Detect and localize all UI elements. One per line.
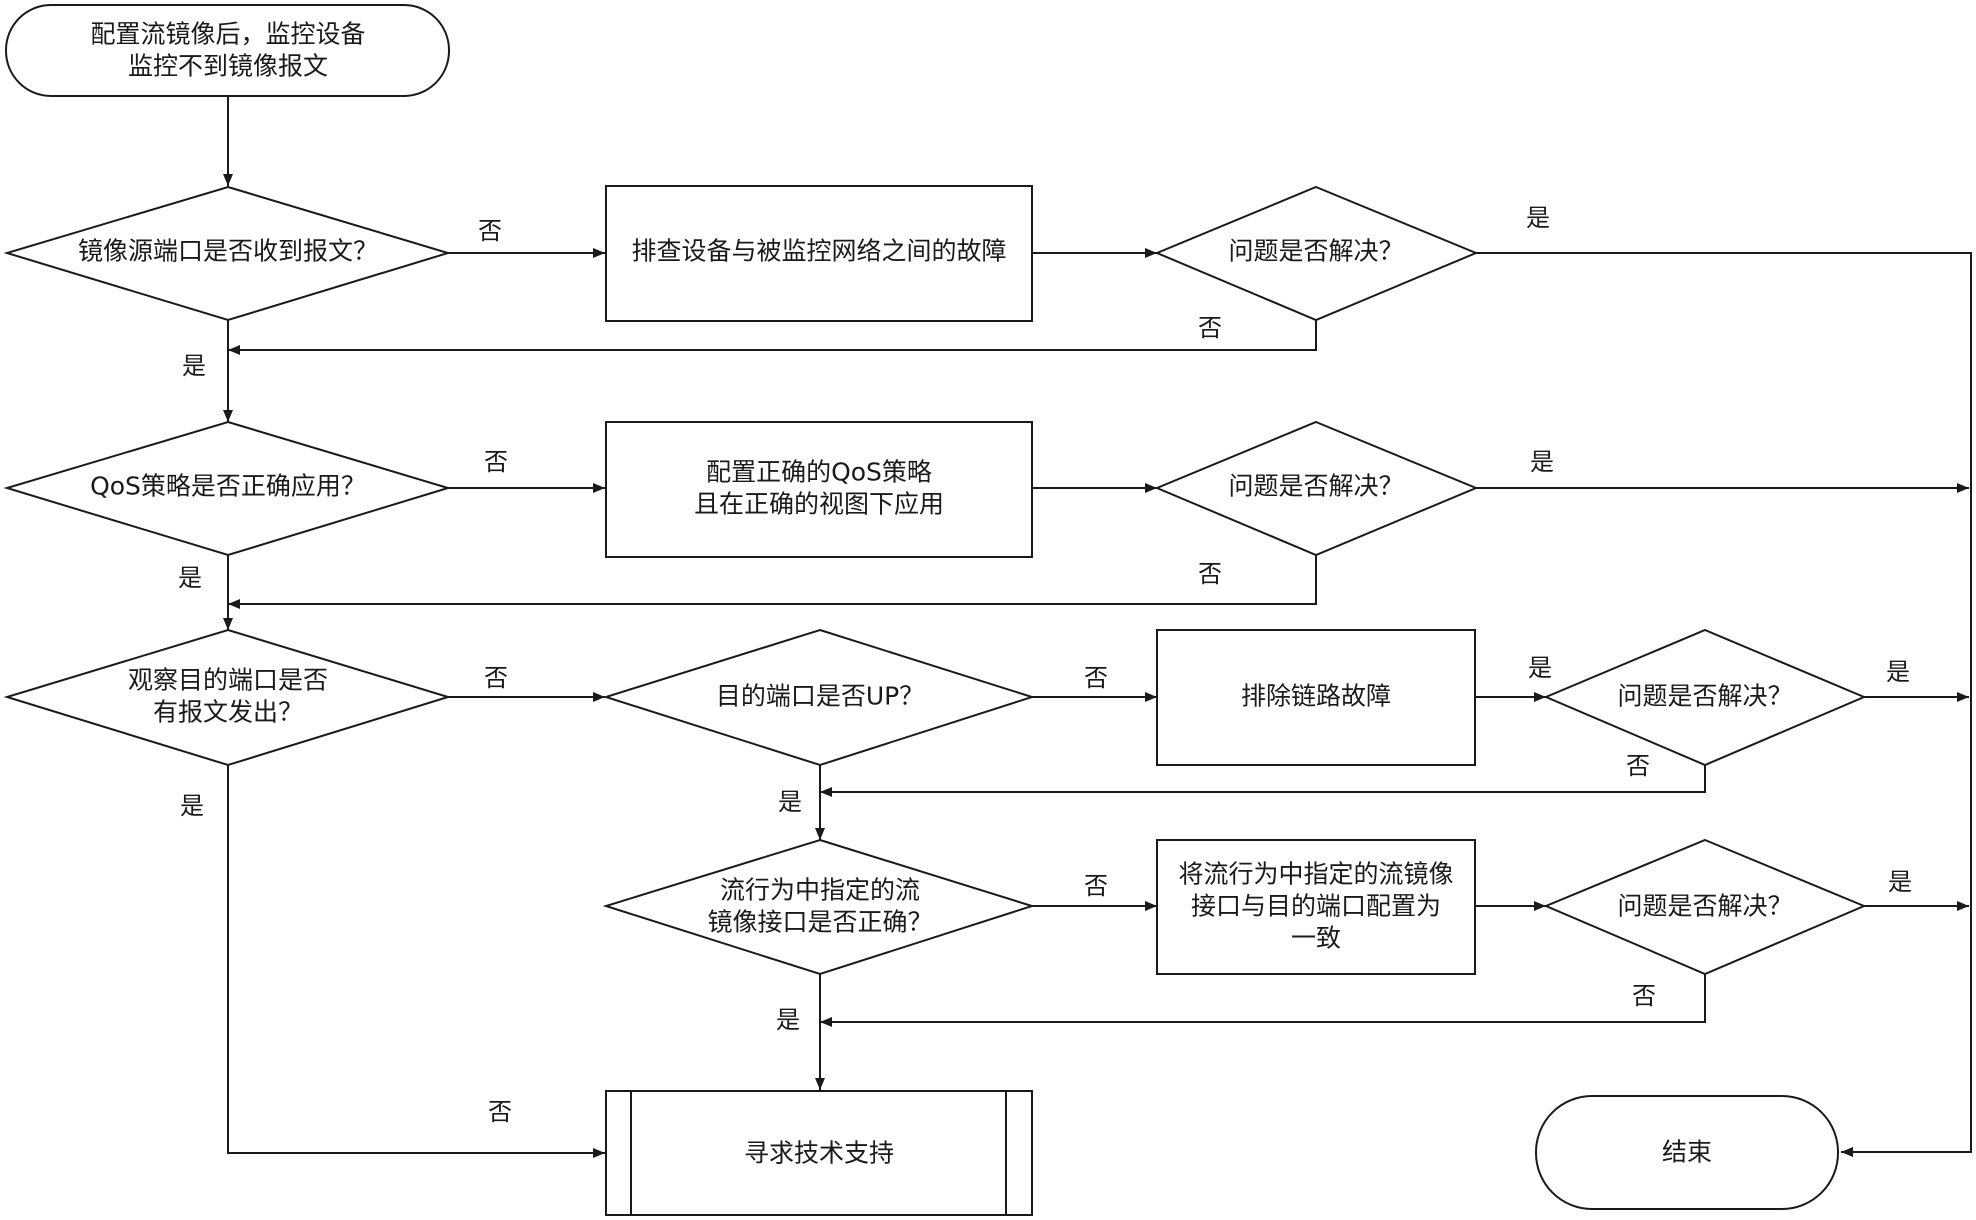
decision-resolved-4 bbox=[1543, 838, 1867, 976]
edge-label-src-yes: 是 bbox=[182, 352, 206, 380]
node-labels: 配置流镜像后，监控设备 监控不到镜像报文 镜像源端口是否收到报文？ 排查设备与被… bbox=[78, 20, 1793, 1168]
predefined-process-support bbox=[605, 1090, 1033, 1216]
edge-label-iface-yes: 是 bbox=[776, 1006, 800, 1034]
edge-label-res1-yes: 是 bbox=[1526, 204, 1550, 232]
support-label: 寻求技术支持 bbox=[744, 1139, 894, 1168]
edge-label-link-yes: 是 bbox=[1528, 654, 1552, 682]
mirror-interface-question-line-1: 流行为中指定的流 bbox=[720, 876, 920, 905]
edge-label-support-no: 否 bbox=[488, 1098, 512, 1126]
decision-dest-output bbox=[3, 628, 452, 767]
decision-resolved-3 bbox=[1543, 628, 1867, 767]
edge-label-src-no: 否 bbox=[478, 217, 502, 245]
fix-interface-label-line-1: 将流行为中指定的流镜像 bbox=[1178, 860, 1453, 889]
decision-mirror-interface bbox=[602, 838, 1036, 976]
mirror-interface-question-line-2: 镜像接口是否正确？ bbox=[707, 908, 932, 937]
resolved-3-question: 问题是否解决？ bbox=[1617, 682, 1792, 711]
edge-label-iface-no: 否 bbox=[1084, 872, 1108, 900]
process-fix-interface bbox=[1156, 839, 1476, 975]
edge-label-res2-no: 否 bbox=[1198, 560, 1222, 588]
dest-output-question-line-2: 有报文发出？ bbox=[153, 698, 303, 727]
decision-source-port bbox=[3, 185, 452, 322]
decision-resolved-2 bbox=[1154, 420, 1479, 557]
edge-res1-no bbox=[228, 320, 1317, 355]
edge-q-out-yes bbox=[227, 765, 605, 1158]
process-fix-qos bbox=[605, 421, 1033, 558]
qos-question: QoS策略是否正确应用？ bbox=[90, 472, 366, 501]
edge-res4-no bbox=[820, 974, 1706, 1027]
edge-labels: 否 是 否 是 否 是 否 是 否 否 是 是 否 是 是 否 是 否 是 否 bbox=[178, 204, 1912, 1126]
decision-dest-port-up bbox=[602, 628, 1036, 767]
source-port-question: 镜像源端口是否收到报文？ bbox=[78, 237, 378, 266]
end-terminal bbox=[1535, 1095, 1839, 1210]
dest-port-up-question: 目的端口是否UP？ bbox=[716, 682, 924, 711]
connectors bbox=[223, 96, 1972, 1158]
start-label-line-2: 监控不到镜像报文 bbox=[128, 52, 328, 81]
dest-output-question-line-1: 观察目的端口是否 bbox=[128, 666, 328, 695]
edge-label-res4-yes: 是 bbox=[1888, 868, 1912, 896]
edge-label-up-yes: 是 bbox=[778, 788, 802, 816]
resolved-1-question: 问题是否解决？ bbox=[1228, 237, 1403, 266]
edge-label-res2-yes: 是 bbox=[1530, 448, 1554, 476]
fix-network-label: 排查设备与被监控网络之间的故障 bbox=[631, 237, 1006, 266]
process-fix-link bbox=[1156, 629, 1476, 766]
fix-qos-label-line-1: 配置正确的QoS策略 bbox=[706, 458, 932, 487]
edge-label-qos-no: 否 bbox=[484, 448, 508, 476]
decision-qos-policy bbox=[3, 420, 452, 557]
edge-label-res1-no: 否 bbox=[1198, 314, 1222, 342]
fix-link-label: 排除链路故障 bbox=[1241, 682, 1391, 711]
process-fix-network bbox=[605, 185, 1033, 322]
edge-res2-no bbox=[228, 555, 1317, 609]
shapes bbox=[3, 4, 1867, 1216]
start-label-line-1: 配置流镜像后，监控设备 bbox=[90, 20, 365, 49]
fix-interface-label-line-3: 一致 bbox=[1291, 924, 1341, 953]
edge-res1-yes-to-end bbox=[1476, 252, 1972, 1157]
edge-label-res3-yes: 是 bbox=[1886, 658, 1910, 686]
start-terminal bbox=[5, 4, 450, 97]
edge-label-res3-no: 否 bbox=[1626, 752, 1650, 780]
end-label: 结束 bbox=[1662, 1138, 1712, 1167]
edge-res3-no bbox=[820, 765, 1706, 797]
decision-resolved-1 bbox=[1154, 185, 1479, 322]
edge-label-res4-no: 否 bbox=[1632, 982, 1656, 1010]
fix-interface-label-line-2: 接口与目的端口配置为 bbox=[1191, 892, 1441, 921]
edge-label-up-no: 否 bbox=[1084, 664, 1108, 692]
edge-label-qos-yes: 是 bbox=[178, 564, 202, 592]
resolved-4-question: 问题是否解决？ bbox=[1617, 892, 1792, 921]
resolved-2-question: 问题是否解决？ bbox=[1228, 472, 1403, 501]
edge-label-out-no: 否 bbox=[484, 664, 508, 692]
fix-qos-label-line-2: 且在正确的视图下应用 bbox=[694, 490, 944, 519]
edge-label-out-yes: 是 bbox=[180, 792, 204, 820]
